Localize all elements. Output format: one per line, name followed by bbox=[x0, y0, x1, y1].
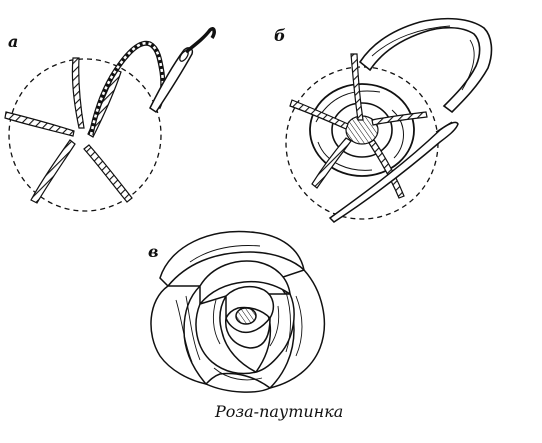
rose-outer-petal-bottom bbox=[204, 372, 272, 393]
panel-b-illustration bbox=[285, 17, 493, 223]
panel-b-spoke-top bbox=[350, 53, 364, 121]
panel-b-needle-icon bbox=[328, 121, 459, 223]
panel-a-needle-icon bbox=[149, 47, 194, 114]
rose-inner-petal-b bbox=[225, 315, 271, 349]
panel-a-thread-tail bbox=[184, 26, 216, 54]
panel-b-spoke-left bbox=[289, 99, 349, 130]
panel-label-a: а bbox=[8, 32, 19, 51]
panel-b-ribbon-ring bbox=[309, 83, 415, 177]
panel-a-spoke-top bbox=[71, 57, 85, 129]
diagram-caption: Роза-паутинка bbox=[215, 402, 344, 421]
panel-b-spoke-lower-left bbox=[311, 137, 352, 189]
panel-b-spoke-right bbox=[371, 111, 428, 126]
panel-label-b: б bbox=[274, 26, 286, 45]
panel-a-spoke-lower-left bbox=[30, 139, 76, 204]
panel-b-spokes bbox=[289, 53, 428, 199]
panel-a-illustration bbox=[4, 26, 216, 212]
panel-a-spoke-lower-right bbox=[83, 144, 133, 203]
panel-a-dashed-circle bbox=[8, 58, 162, 212]
panel-b-ribbon bbox=[358, 17, 493, 114]
panel-label-c: в bbox=[148, 242, 159, 261]
panel-b-spoke-lower-right bbox=[368, 139, 405, 199]
panel-c-rose-illustration bbox=[150, 230, 326, 393]
panel-a-spoke-left bbox=[4, 111, 75, 137]
rose-center bbox=[235, 307, 257, 325]
